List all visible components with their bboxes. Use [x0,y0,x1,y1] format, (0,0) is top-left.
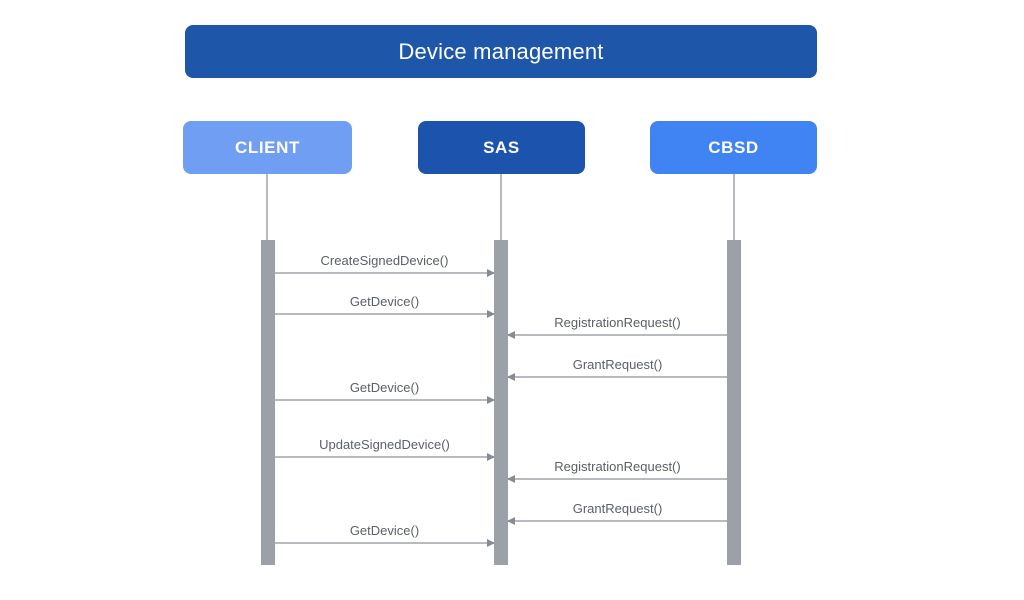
message-arrow [275,396,495,404]
message-label: GrantRequest() [572,357,663,372]
diagram-title: Device management [398,38,604,64]
message-arrow [275,453,495,461]
diagram-title-banner: Device management [185,25,817,78]
message-arrow [275,310,495,318]
arrow-right-icon [487,269,495,277]
message-registration-request-2: RegistrationRequest() [507,459,727,483]
message-get-device-1: GetDevice() [275,294,495,318]
lifeline-sas [500,174,502,240]
message-label: RegistrationRequest() [554,459,681,474]
actor-sas: SAS [418,121,585,174]
message-label: GetDevice() [349,294,420,309]
message-arrow [507,475,727,483]
message-registration-request-1: RegistrationRequest() [507,315,727,339]
message-label: CreateSignedDevice() [320,253,449,268]
actor-sas-label: SAS [483,137,520,157]
arrow-right-icon [487,453,495,461]
lifeline-client [266,174,268,240]
message-arrow [507,331,727,339]
message-label: GetDevice() [349,523,420,538]
actor-client-label: CLIENT [235,137,300,157]
activation-bar-sas [494,240,508,565]
message-label: UpdateSignedDevice() [319,437,450,452]
arrow-left-icon [507,373,515,381]
arrow-right-icon [487,310,495,318]
message-update-signed-device: UpdateSignedDevice() [275,437,495,461]
message-label: RegistrationRequest() [554,315,681,330]
lifeline-cbsd [733,174,735,240]
message-arrow [507,373,727,381]
message-get-device-2: GetDevice() [275,380,495,404]
message-arrow [507,517,727,525]
activation-bar-client [261,240,275,565]
arrow-right-icon [487,396,495,404]
activation-bar-cbsd [727,240,741,565]
message-grant-request-2: GrantRequest() [507,501,727,525]
message-label: GrantRequest() [572,501,663,516]
actor-cbsd-label: CBSD [708,137,759,157]
message-create-signed-device: CreateSignedDevice() [275,253,495,277]
message-arrow [275,269,495,277]
arrow-left-icon [507,331,515,339]
arrow-left-icon [507,475,515,483]
message-get-device-3: GetDevice() [275,523,495,547]
actor-cbsd: CBSD [650,121,817,174]
actor-client: CLIENT [183,121,352,174]
arrow-left-icon [507,517,515,525]
message-arrow [275,539,495,547]
arrow-right-icon [487,539,495,547]
message-grant-request-1: GrantRequest() [507,357,727,381]
message-label: GetDevice() [349,380,420,395]
